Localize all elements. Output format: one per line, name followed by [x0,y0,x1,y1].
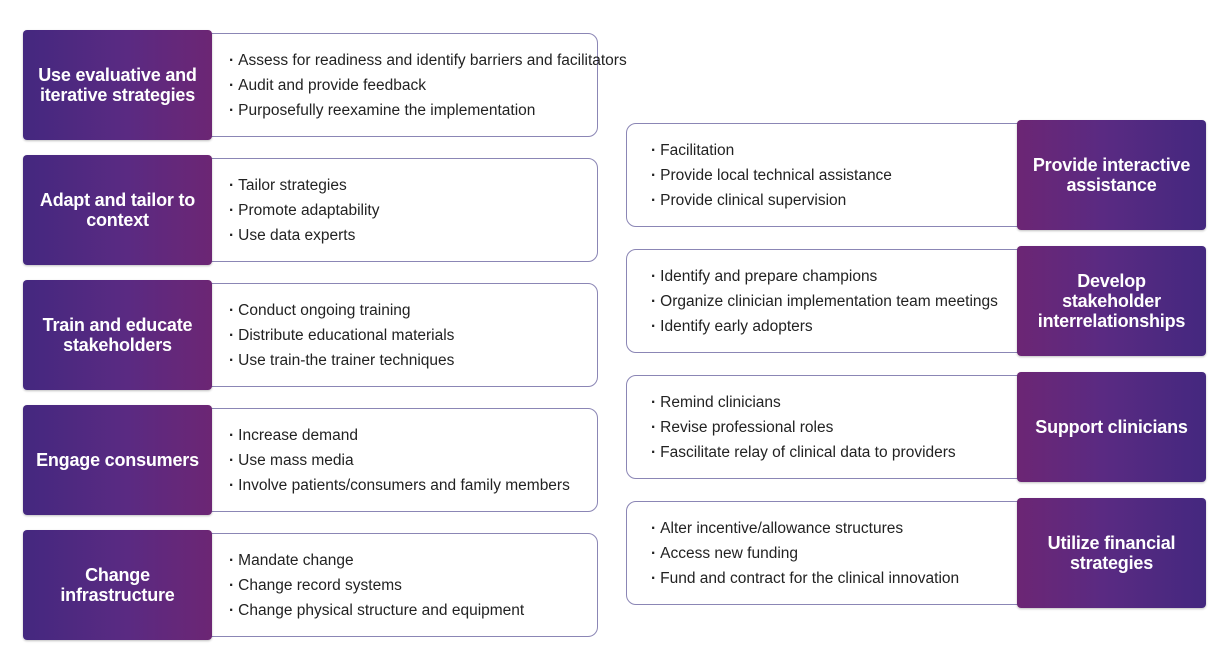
strategy-title: Utilize financial strategies [1017,498,1206,608]
strategy-title: Engage consumers [23,405,212,515]
strategy-item: Organize clinician implementation team m… [651,289,1020,314]
strategy-item: Tailor strategies [229,173,597,198]
strategy-item: Identify and prepare champions [651,264,1020,289]
strategy-item: Audit and provide feedback [229,73,597,98]
strategy-title: Train and educate stakeholders [23,280,212,390]
strategy-detail-box: Assess for readiness and identify barrie… [208,33,627,137]
strategy-detail-box: Remind clinicians Revise professional ro… [626,375,1021,479]
strategy-block-adapt: Adapt and tailor to context Tailor strat… [23,155,598,265]
strategy-detail-box: Increase demand Use mass media Involve p… [208,408,598,512]
strategy-item: Purposefully reexamine the implementatio… [229,98,597,123]
strategy-detail-box: Mandate change Change record systems Cha… [208,533,598,637]
strategy-item: Fascilitate relay of clinical data to pr… [651,440,1020,465]
strategy-item: Involve patients/consumers and family me… [229,473,597,498]
strategy-item: Promote adaptability [229,198,597,223]
strategy-item: Use data experts [229,223,597,248]
strategy-block-infrastructure: Change infrastructure Mandate change Cha… [23,530,598,640]
strategy-item: Conduct ongoing training [229,298,597,323]
strategy-detail-box: Alter incentive/allowance structures Acc… [626,501,1021,605]
strategy-item: Provide local technical assistance [651,163,1020,188]
strategy-item: Change physical structure and equipment [229,598,597,623]
strategy-item: Facilitation [651,138,1020,163]
strategy-item: Fund and contract for the clinical innov… [651,566,1020,591]
strategy-title: Support clinicians [1017,372,1206,482]
strategy-title: Provide interactive assistance [1017,120,1206,230]
strategy-item: Revise professional roles [651,415,1020,440]
strategy-block-interactive: Provide interactive assistance Facilitat… [626,120,1206,230]
strategy-block-support: Support clinicians Remind clinicians Rev… [626,372,1206,482]
strategy-item: Change record systems [229,573,597,598]
strategy-title: Change infrastructure [23,530,212,640]
strategy-title: Adapt and tailor to context [23,155,212,265]
strategy-block-engage: Engage consumers Increase demand Use mas… [23,405,598,515]
strategy-detail-box: Conduct ongoing training Distribute educ… [208,283,598,387]
strategy-block-train: Train and educate stakeholders Conduct o… [23,280,598,390]
strategy-detail-box: Identify and prepare champions Organize … [626,249,1021,353]
strategy-item: Identify early adopters [651,314,1020,339]
strategy-detail-box: Tailor strategies Promote adaptability U… [208,158,598,262]
strategy-item: Alter incentive/allowance structures [651,516,1020,541]
strategy-item: Use train-the trainer techniques [229,348,597,373]
strategy-item: Increase demand [229,423,597,448]
strategy-item: Use mass media [229,448,597,473]
strategy-detail-box: Facilitation Provide local technical ass… [626,123,1021,227]
strategy-block-evaluative: Use evaluative and iterative strategies … [23,30,627,140]
strategy-block-stakeholder: Develop stakeholder interrelationships I… [626,246,1206,356]
strategy-item: Mandate change [229,548,597,573]
strategy-item: Remind clinicians [651,390,1020,415]
strategy-item: Assess for readiness and identify barrie… [229,48,627,73]
strategy-title: Use evaluative and iterative strategies [23,30,212,140]
strategy-item: Provide clinical supervision [651,188,1020,213]
strategy-item: Access new funding [651,541,1020,566]
strategy-title: Develop stakeholder interrelationships [1017,246,1206,356]
strategy-block-financial: Utilize financial strategies Alter incen… [626,498,1206,608]
strategy-item: Distribute educational materials [229,323,597,348]
